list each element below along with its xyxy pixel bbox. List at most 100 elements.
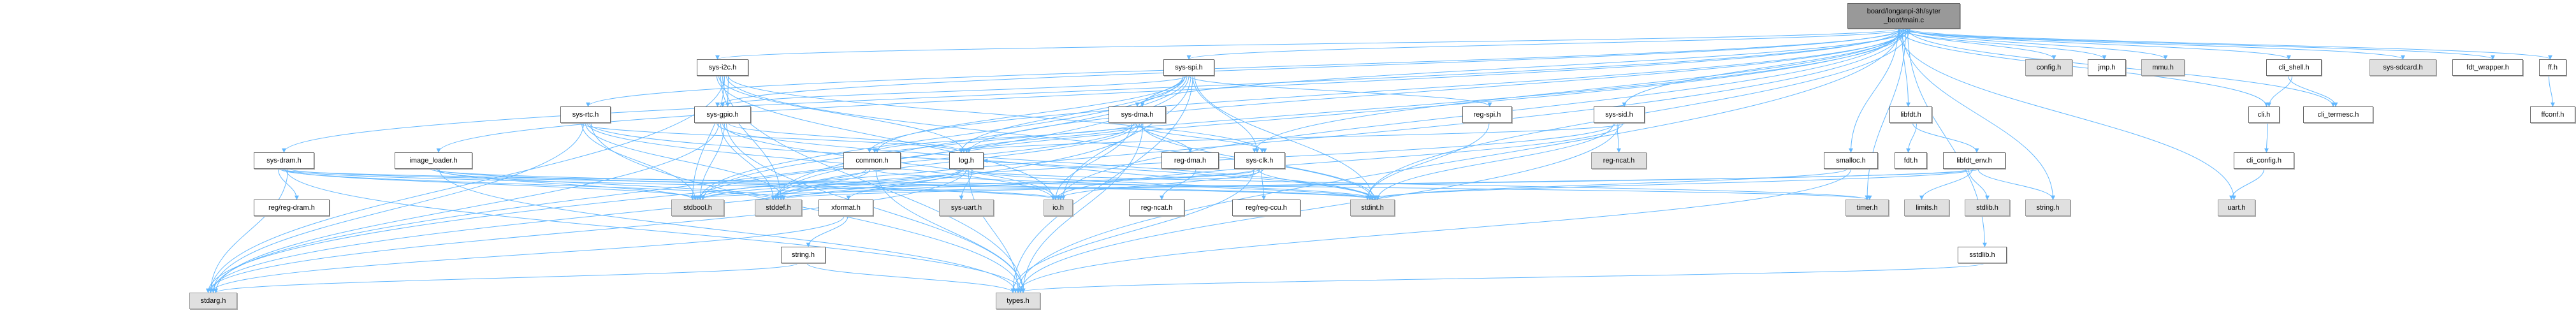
edge-main-to-sys-i2c xyxy=(715,28,1898,60)
node-ff[interactable]: ff.h xyxy=(2539,59,2566,76)
node-stdarg[interactable]: stdarg.h xyxy=(189,293,237,309)
node-libfdt_env[interactable]: libfdt_env.h xyxy=(1943,152,2005,169)
edge-sys-clk-to-reg-ccu xyxy=(1261,168,1266,200)
node-label: fdt_wrapper.h xyxy=(2466,64,2509,71)
node-sys-sid[interactable]: sys-sid.h xyxy=(1594,106,1645,123)
node-timer[interactable]: timer.h xyxy=(1845,200,1889,216)
node-log[interactable]: log.h xyxy=(949,152,984,169)
node-common[interactable]: common.h xyxy=(843,152,901,169)
node-sys-gpio[interactable]: sys-gpio.h xyxy=(694,106,751,123)
edge-sys-i2c-to-io xyxy=(717,75,1056,200)
node-label: sys-sdcard.h xyxy=(2383,64,2423,71)
node-config[interactable]: config.h xyxy=(2025,59,2072,76)
node-label: reg-spi.h xyxy=(1473,111,1501,119)
node-stdbool[interactable]: stdbool.h xyxy=(671,200,724,216)
node-ffconf[interactable]: ffconf.h xyxy=(2530,106,2575,123)
node-reg-ncat[interactable]: reg-ncat.h xyxy=(1129,200,1184,216)
node-uart[interactable]: uart.h xyxy=(2218,200,2255,216)
node-mmu[interactable]: mmu.h xyxy=(2141,59,2185,76)
node-io[interactable]: io.h xyxy=(1044,200,1073,216)
edge-cli-to-cli_config xyxy=(2264,122,2269,153)
node-sys-dram[interactable]: sys-dram.h xyxy=(254,152,314,169)
edge-libfdt-to-fdt xyxy=(1906,122,1917,153)
node-libfdt[interactable]: libfdt.h xyxy=(1889,106,1932,123)
node-label: xformat.h xyxy=(831,204,861,212)
edge-sys-gpio-to-stdbool xyxy=(698,122,725,200)
edge-sys-spi-to-stddef xyxy=(773,75,1188,200)
edge-main-to-smalloc xyxy=(1849,28,1898,153)
node-label: smalloc.h xyxy=(1836,157,1866,164)
edge-sstdlib-to-types xyxy=(1015,263,1984,293)
node-label: reg-ncat.h xyxy=(1140,204,1173,212)
edge-libfdt_env-to-stdbool xyxy=(690,168,1981,200)
node-image_loader[interactable]: image_loader.h xyxy=(395,152,472,169)
node-smalloc[interactable]: smalloc.h xyxy=(1824,152,1878,169)
node-sys-clk[interactable]: sys-clk.h xyxy=(1234,152,1285,169)
node-reg-dram[interactable]: reg/reg-dram.h xyxy=(254,200,330,216)
node-label: reg-ncat.h xyxy=(1603,157,1635,164)
edge-smalloc-to-types xyxy=(1015,168,1851,293)
node-reg-ccu[interactable]: reg/reg-ccu.h xyxy=(1232,200,1300,216)
node-label: image_loader.h xyxy=(409,157,458,164)
node-jmp[interactable]: jmp.h xyxy=(2088,59,2126,76)
node-string-sys[interactable]: string.h xyxy=(2025,200,2070,216)
edge-sys-sid-to-log xyxy=(964,122,1626,153)
edge-libfdt_env-to-stddef xyxy=(779,168,1971,200)
node-sys-uart[interactable]: sys-uart.h xyxy=(939,200,994,216)
edge-sys-sid-to-reg-ncat-sys xyxy=(1616,122,1621,153)
node-types[interactable]: types.h xyxy=(996,293,1040,309)
edge-sys-dram-to-io xyxy=(282,168,1058,200)
edge-sys-dma-to-stdbool xyxy=(695,122,1134,200)
edge-sys-sid-to-io xyxy=(1053,122,1624,200)
edge-sys-spi-to-common xyxy=(875,75,1186,153)
node-fdt[interactable]: fdt.h xyxy=(1895,152,1927,169)
node-reg-dma[interactable]: reg-dma.h xyxy=(1161,152,1219,169)
node-sys-rtc[interactable]: sys-rtc.h xyxy=(560,106,611,123)
node-limits[interactable]: limits.h xyxy=(1904,200,1949,216)
node-sys-sdcard[interactable]: sys-sdcard.h xyxy=(2369,59,2436,76)
node-sstdlib[interactable]: sstdlib.h xyxy=(1958,247,2007,263)
node-label: libfdt_env.h xyxy=(1956,157,1992,164)
node-sys-dma[interactable]: sys-dma.h xyxy=(1109,106,1166,123)
node-stdlib[interactable]: stdlib.h xyxy=(1965,200,2010,216)
node-label: reg-dma.h xyxy=(1174,157,1207,164)
node-label: mmu.h xyxy=(2152,64,2174,71)
node-stdint[interactable]: stdint.h xyxy=(1350,200,1395,216)
node-sys-i2c[interactable]: sys-i2c.h xyxy=(697,59,748,76)
node-label: cli_config.h xyxy=(2246,157,2282,164)
node-cli[interactable]: cli.h xyxy=(2248,106,2280,123)
edge-main-to-jmp xyxy=(1900,28,2107,60)
node-label: libfdt.h xyxy=(1900,111,1921,119)
node-sys-spi[interactable]: sys-spi.h xyxy=(1163,59,1214,76)
edge-main-to-sys-spi xyxy=(1186,28,1908,60)
node-fdt_wrapper[interactable]: fdt_wrapper.h xyxy=(2452,59,2523,76)
node-label: sys-spi.h xyxy=(1175,64,1203,71)
edge-main-to-timer xyxy=(1865,28,1906,200)
edge-libfdt_env-to-stdlib xyxy=(1968,168,1990,200)
node-cli_termesc[interactable]: cli_termesc.h xyxy=(2303,106,2373,123)
node-label: sys-i2c.h xyxy=(708,64,737,71)
node-label: cli_shell.h xyxy=(2278,64,2310,71)
edge-log-to-stdint xyxy=(970,168,1378,200)
node-label: sys-dma.h xyxy=(1121,111,1154,119)
node-label: stdlib.h xyxy=(1976,204,1998,212)
edge-string-to-types xyxy=(806,263,1015,293)
node-cli_shell[interactable]: cli_shell.h xyxy=(2266,59,2322,76)
edge-main-to-sys-gpio xyxy=(715,28,1900,107)
node-reg-ncat-sys[interactable]: reg-ncat.h xyxy=(1591,152,1647,169)
edge-sys-i2c-to-log xyxy=(718,75,966,153)
node-cli_config[interactable]: cli_config.h xyxy=(2234,152,2294,169)
node-label: sstdlib.h xyxy=(1969,251,1995,259)
edge-smalloc-to-stdint xyxy=(1375,168,1847,200)
node-label: stdint.h xyxy=(1361,204,1384,212)
node-string[interactable]: string.h xyxy=(781,247,826,263)
node-stddef[interactable]: stddef.h xyxy=(755,200,802,216)
node-label: stdarg.h xyxy=(200,297,226,305)
edge-cli_shell-to-cli_termesc xyxy=(2288,75,2338,107)
node-label: string.h xyxy=(791,251,815,259)
node-reg-spi[interactable]: reg-spi.h xyxy=(1462,106,1512,123)
node-label: sys-gpio.h xyxy=(706,111,739,119)
edge-sys-clk-to-stddef xyxy=(781,168,1260,200)
node-xformat[interactable]: xformat.h xyxy=(819,200,873,216)
